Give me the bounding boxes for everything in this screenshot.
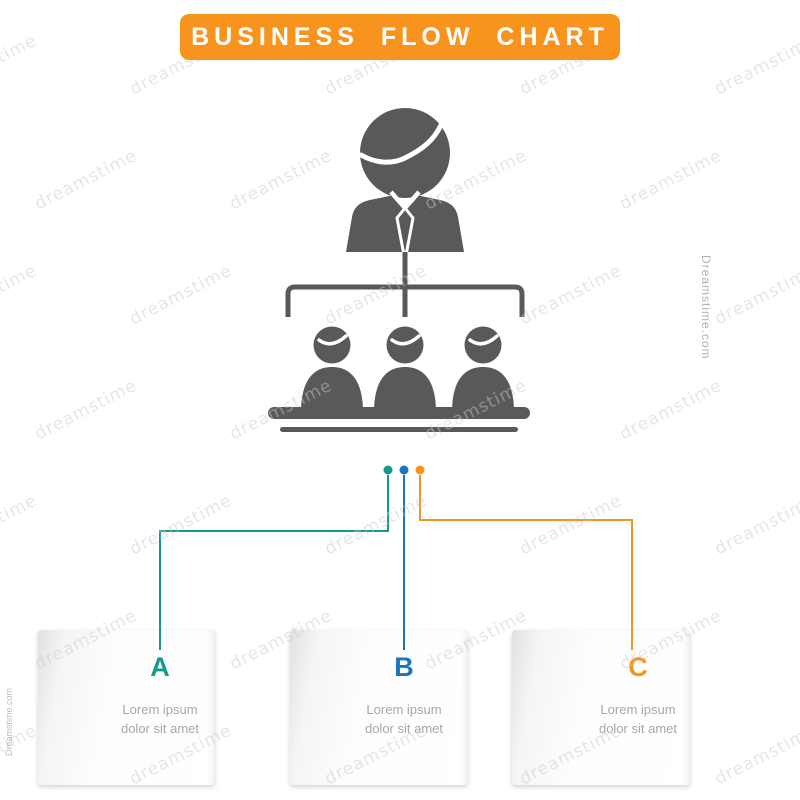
connector-dot-c bbox=[415, 465, 425, 475]
manager-head bbox=[360, 108, 450, 198]
card-text-c-line2: dolor sit amet bbox=[598, 721, 678, 736]
watermark-text: dreamstime bbox=[126, 260, 236, 330]
watermark-text: dreamstime bbox=[31, 145, 141, 215]
watermark-text: dreamstime bbox=[0, 490, 41, 560]
watermark-text: dreamstime bbox=[0, 30, 41, 100]
table-top bbox=[268, 407, 530, 419]
card-letter-a: A bbox=[150, 652, 170, 682]
watermark-text: dreamstime bbox=[711, 30, 800, 100]
card-text-b: Lorem ipsum dolor sit amet bbox=[365, 700, 443, 738]
step-card-a bbox=[38, 630, 215, 785]
title-banner: BUSINESS FLOW CHART bbox=[180, 14, 620, 60]
title-text: BUSINESS FLOW CHART bbox=[191, 22, 609, 51]
member3-hair-line bbox=[468, 334, 499, 346]
watermark-text: dreamstime bbox=[711, 260, 800, 330]
connector-line-a bbox=[159, 475, 389, 650]
connector-dot-b bbox=[399, 465, 409, 475]
watermark-text: dreamstime bbox=[126, 490, 236, 560]
watermark-text: dreamstime bbox=[711, 490, 800, 560]
watermark-text: dreamstime bbox=[616, 145, 726, 215]
member2-hair-line bbox=[390, 334, 421, 346]
table-base bbox=[280, 427, 518, 432]
card-text-a-line1: Lorem ipsum bbox=[122, 702, 198, 717]
team-glyph-shapes bbox=[268, 108, 530, 432]
watermark-left-text: Dreamstime.com bbox=[4, 688, 14, 757]
watermark-right-text: Dreamstime.com bbox=[699, 255, 713, 360]
card-text-a: Lorem ipsum dolor sit amet bbox=[121, 700, 199, 738]
watermark-text: dreamstime bbox=[321, 490, 431, 560]
member3-body bbox=[452, 367, 514, 412]
watermark-text: dreamstime bbox=[31, 375, 141, 445]
card-letter-c: C bbox=[628, 652, 648, 682]
card-letter-b: B bbox=[394, 652, 414, 682]
org-chart-lines bbox=[285, 252, 525, 317]
step-card-b bbox=[290, 630, 468, 785]
card-text-c-line1: Lorem ipsum bbox=[600, 702, 676, 717]
watermark-text: dreamstime bbox=[616, 375, 726, 445]
card-text-b-line1: Lorem ipsum bbox=[366, 702, 442, 717]
card-text-b-line2: dolor sit amet bbox=[364, 721, 444, 736]
card-text-a-line2: dolor sit amet bbox=[120, 721, 200, 736]
member1-body bbox=[301, 367, 363, 412]
connector-dot-a bbox=[383, 465, 393, 475]
connector-line-c bbox=[419, 475, 633, 650]
member1-hair-line bbox=[317, 334, 348, 346]
watermark-text: dreamstime bbox=[711, 720, 800, 790]
step-card-c bbox=[512, 630, 690, 785]
manager-hair-line bbox=[358, 122, 444, 165]
watermark-text: dreamstime bbox=[516, 490, 626, 560]
watermark-text: dreamstime bbox=[0, 260, 41, 330]
card-text-c: Lorem ipsum dolor sit amet bbox=[599, 700, 677, 738]
member2-body bbox=[374, 367, 436, 412]
team-org-chart-icon bbox=[268, 108, 530, 432]
